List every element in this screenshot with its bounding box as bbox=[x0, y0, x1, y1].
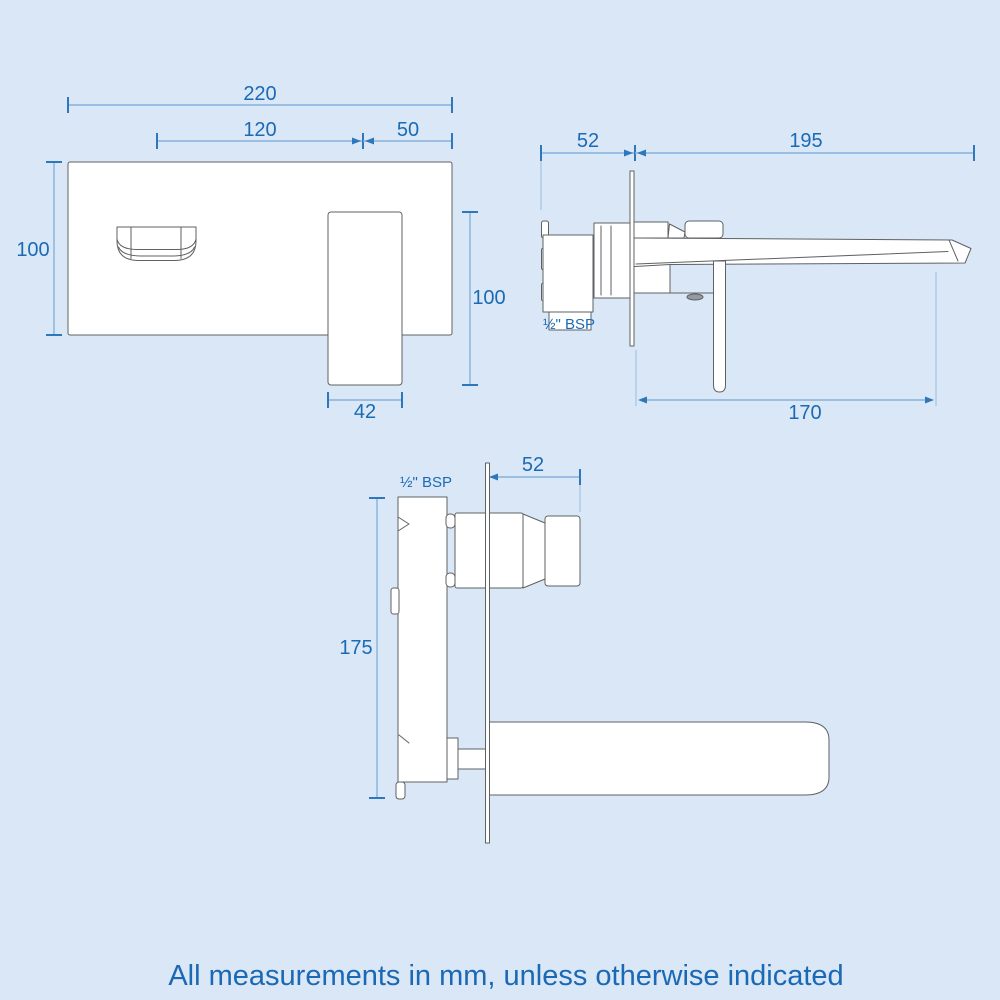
dim-label-valve-wall-depth: 52 bbox=[522, 454, 544, 476]
spout-plan-outline bbox=[486, 721, 830, 796]
dim-label-spout-reach: 170 bbox=[788, 402, 821, 424]
dim-body-height: 175 bbox=[339, 497, 385, 799]
outlet-flange bbox=[446, 737, 459, 780]
wall-plate-valve-view bbox=[485, 462, 490, 844]
dim-spout-reach: 170 bbox=[635, 272, 937, 424]
measurement-note: All measurements in mm, unless otherwise… bbox=[168, 960, 843, 992]
side-view-spout: 52 195 170 ½" BSP bbox=[540, 130, 975, 424]
dim-label-body-height: 175 bbox=[339, 637, 372, 659]
handle-front-outline bbox=[327, 211, 403, 386]
dim-handle-height: 100 bbox=[462, 211, 506, 386]
dim-plate-height: 100 bbox=[16, 161, 62, 336]
spout-base-block bbox=[633, 221, 669, 239]
side-view-valve: 52 175 ½" BSP bbox=[339, 454, 830, 844]
dim-total-width: 220 bbox=[67, 83, 453, 113]
dim-spout-to-handle: 120 bbox=[156, 119, 364, 149]
concealed-body bbox=[542, 234, 594, 313]
support-leg bbox=[713, 260, 726, 393]
concealed-body-lower bbox=[548, 311, 592, 331]
outlet-connector bbox=[457, 748, 488, 770]
wall-plate-spout-view bbox=[629, 170, 635, 347]
spout-profile bbox=[633, 237, 972, 267]
dim-spout-wall-depth: 52 bbox=[540, 130, 636, 210]
thread-label-spout-view: ½" BSP bbox=[543, 316, 595, 333]
lever-wedge bbox=[667, 223, 686, 239]
thread-label-valve-view: ½" BSP bbox=[400, 474, 452, 491]
front-view: 220 120 50 100 100 bbox=[16, 83, 505, 423]
valve-body bbox=[390, 496, 448, 800]
fixing-screw bbox=[686, 293, 704, 301]
dim-label-handle-to-edge: 50 bbox=[397, 119, 419, 141]
lever-cap bbox=[684, 220, 724, 239]
cartridge-section bbox=[593, 222, 632, 299]
dim-valve-wall-depth: 52 bbox=[489, 454, 581, 512]
dim-label-handle-height: 100 bbox=[472, 287, 505, 309]
dim-label-handle-width: 42 bbox=[354, 401, 376, 423]
dim-handle-to-edge: 50 bbox=[363, 119, 453, 149]
spout-opening bbox=[116, 226, 197, 261]
dim-label-spout-wall-depth: 52 bbox=[577, 130, 599, 152]
dim-spout-length: 195 bbox=[635, 130, 975, 161]
dim-label-spout-to-handle: 120 bbox=[243, 119, 276, 141]
dim-label-spout-length: 195 bbox=[789, 130, 822, 152]
dim-label-total-width: 220 bbox=[243, 83, 276, 105]
handle-hub bbox=[454, 512, 581, 589]
dim-handle-width: 42 bbox=[327, 392, 403, 423]
dim-label-plate-height: 100 bbox=[16, 239, 49, 261]
